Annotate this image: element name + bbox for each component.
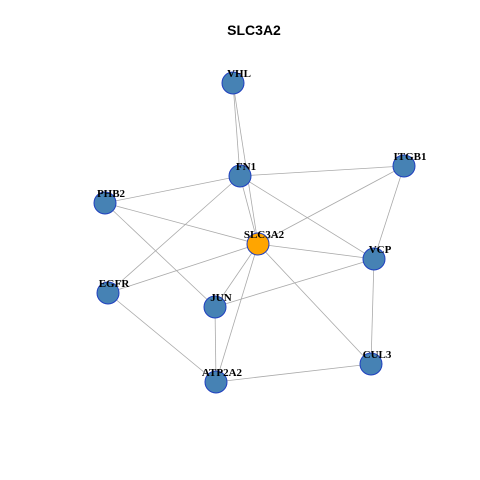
edge-slc3a2-vcp [257,243,375,260]
diagram-title: SLC3A2 [227,22,281,38]
node-label-fn1: FN1 [236,161,256,173]
node-phb2 [93,191,117,215]
edge-slc3a2-egfr [107,243,259,294]
edge-vcp-cul3 [370,258,375,365]
node-vhl [221,71,245,95]
node-label-itgb1: ITGB1 [393,151,426,163]
node-label-vcp: VCP [369,244,392,256]
edge-slc3a2-jun [214,243,259,308]
node-vcp [362,247,386,271]
node-fn1 [228,164,252,188]
edge-fn1-slc3a2 [239,175,259,245]
edge-egfr-atp2a2 [107,292,217,383]
edge-jun-atp2a2 [214,306,217,383]
node-layer [93,71,416,394]
edge-itgb1-vcp [373,165,405,260]
edge-fn1-phb2 [104,175,241,204]
node-label-cul3: CUL3 [363,349,392,361]
edge-vcp-jun [214,258,375,308]
node-egfr [96,281,120,305]
node-label-jun: JUN [210,292,231,304]
edge-atp2a2-cul3 [215,363,372,383]
node-label-phb2: PHB2 [97,188,126,200]
node-label-atp2a2: ATP2A2 [202,367,243,379]
node-label-vhl: VHL [227,68,251,80]
edge-slc3a2-cul3 [257,243,372,365]
node-slc3a2 [246,232,270,256]
edge-fn1-egfr [107,175,241,294]
edge-vhl-slc3a2 [232,82,259,245]
edge-fn1-itgb1 [239,165,405,177]
node-itgb1 [392,154,416,178]
node-jun [203,295,227,319]
edge-phb2-slc3a2 [104,202,259,245]
node-label-slc3a2: SLC3A2 [244,229,285,241]
edge-layer [104,82,405,383]
node-cul3 [359,352,383,376]
node-atp2a2 [204,370,228,394]
node-label-egfr: EGFR [99,278,131,290]
edge-itgb1-slc3a2 [257,165,405,245]
edge-phb2-jun [104,202,216,308]
edge-slc3a2-atp2a2 [215,243,259,383]
edge-vhl-fn1 [232,82,241,177]
